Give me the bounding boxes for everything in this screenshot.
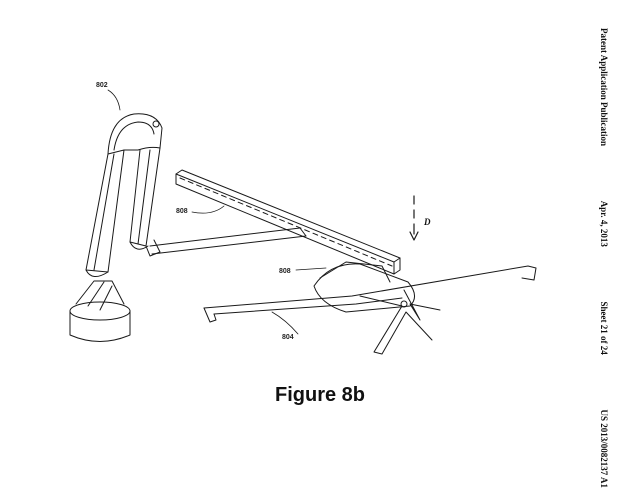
aircraft — [203, 261, 537, 355]
page-header: Patent Application Publication Apr. 4, 2… — [599, 28, 609, 488]
boom — [149, 169, 401, 275]
reference-label-arm: 802 — [96, 82, 108, 89]
robot-arm — [85, 113, 163, 277]
publication-number: US 2013/0082137 A1 — [599, 409, 609, 488]
sheet-number: Sheet 21 of 24 — [599, 301, 609, 355]
reference-label-boom: 808 — [176, 208, 188, 215]
reference-label-fixture: 808 — [279, 268, 291, 275]
figure-caption: Figure 8b — [274, 384, 365, 406]
direction-arrow — [409, 195, 419, 241]
publication-date: Apr. 4, 2013 — [599, 200, 609, 247]
leader-lines — [107, 89, 327, 335]
reference-label-aircraft: 804 — [282, 334, 294, 341]
robot-base — [69, 280, 131, 342]
direction-label: D — [424, 217, 431, 227]
publication-type: Patent Application Publication — [599, 28, 609, 147]
